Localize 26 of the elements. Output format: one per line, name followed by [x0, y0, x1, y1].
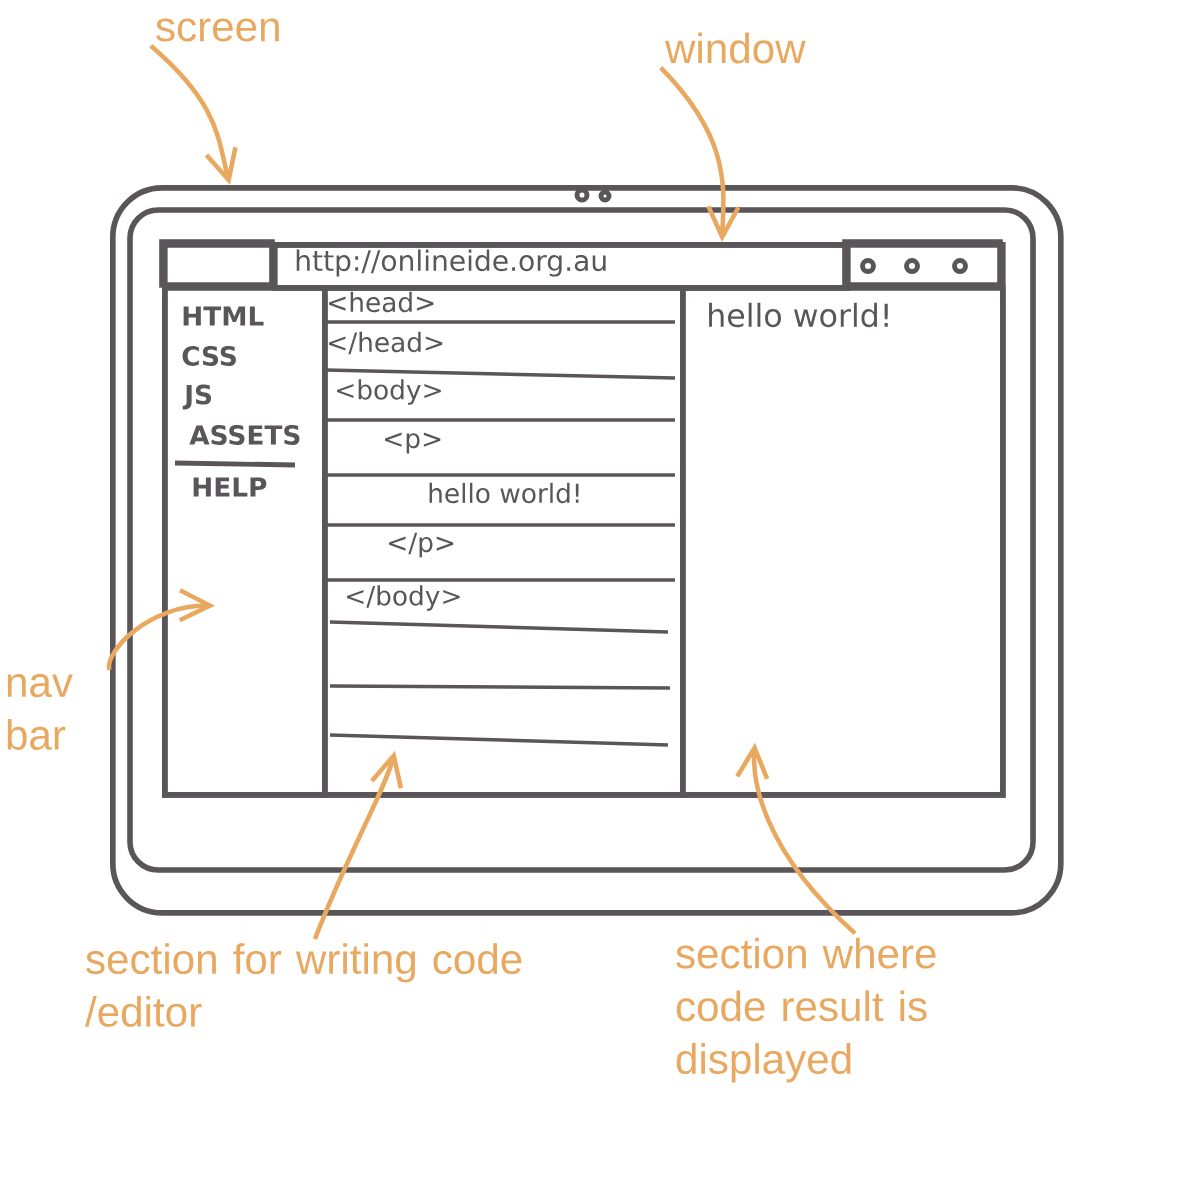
- menu-item: CSS: [182, 346, 236, 366]
- result-panel: [680, 285, 1006, 798]
- annotation: nav bar: [7, 674, 73, 750]
- tablet-drawing: [110, 185, 1064, 916]
- code-line: <body>: [337, 379, 441, 405]
- menu-item: JS: [182, 384, 212, 410]
- arrow: [659, 66, 741, 242]
- arrow: [106, 588, 215, 670]
- code-line: </head>: [329, 331, 443, 355]
- code-line: <head>: [329, 291, 434, 313]
- output-text: hello world!: [709, 302, 888, 328]
- annotation: section where code result is displayed: [676, 937, 936, 1083]
- code-line: </body>: [347, 585, 460, 611]
- arrow: [149, 44, 238, 185]
- arrow: [735, 742, 857, 936]
- annotation: section for writing code /editor: [85, 943, 522, 1027]
- code-line: <p>: [385, 432, 441, 454]
- url-text: http://onlineide.org.au: [296, 249, 606, 277]
- arrow: [312, 750, 404, 940]
- menu-item: HELP: [193, 477, 267, 497]
- menu-item: ASSETS: [189, 425, 300, 445]
- code-line: </p>: [389, 532, 454, 558]
- menu-item: HTML: [183, 306, 264, 326]
- code-line: hello world!: [429, 482, 579, 504]
- annotation: screen: [156, 18, 279, 42]
- annotation: window: [664, 32, 806, 64]
